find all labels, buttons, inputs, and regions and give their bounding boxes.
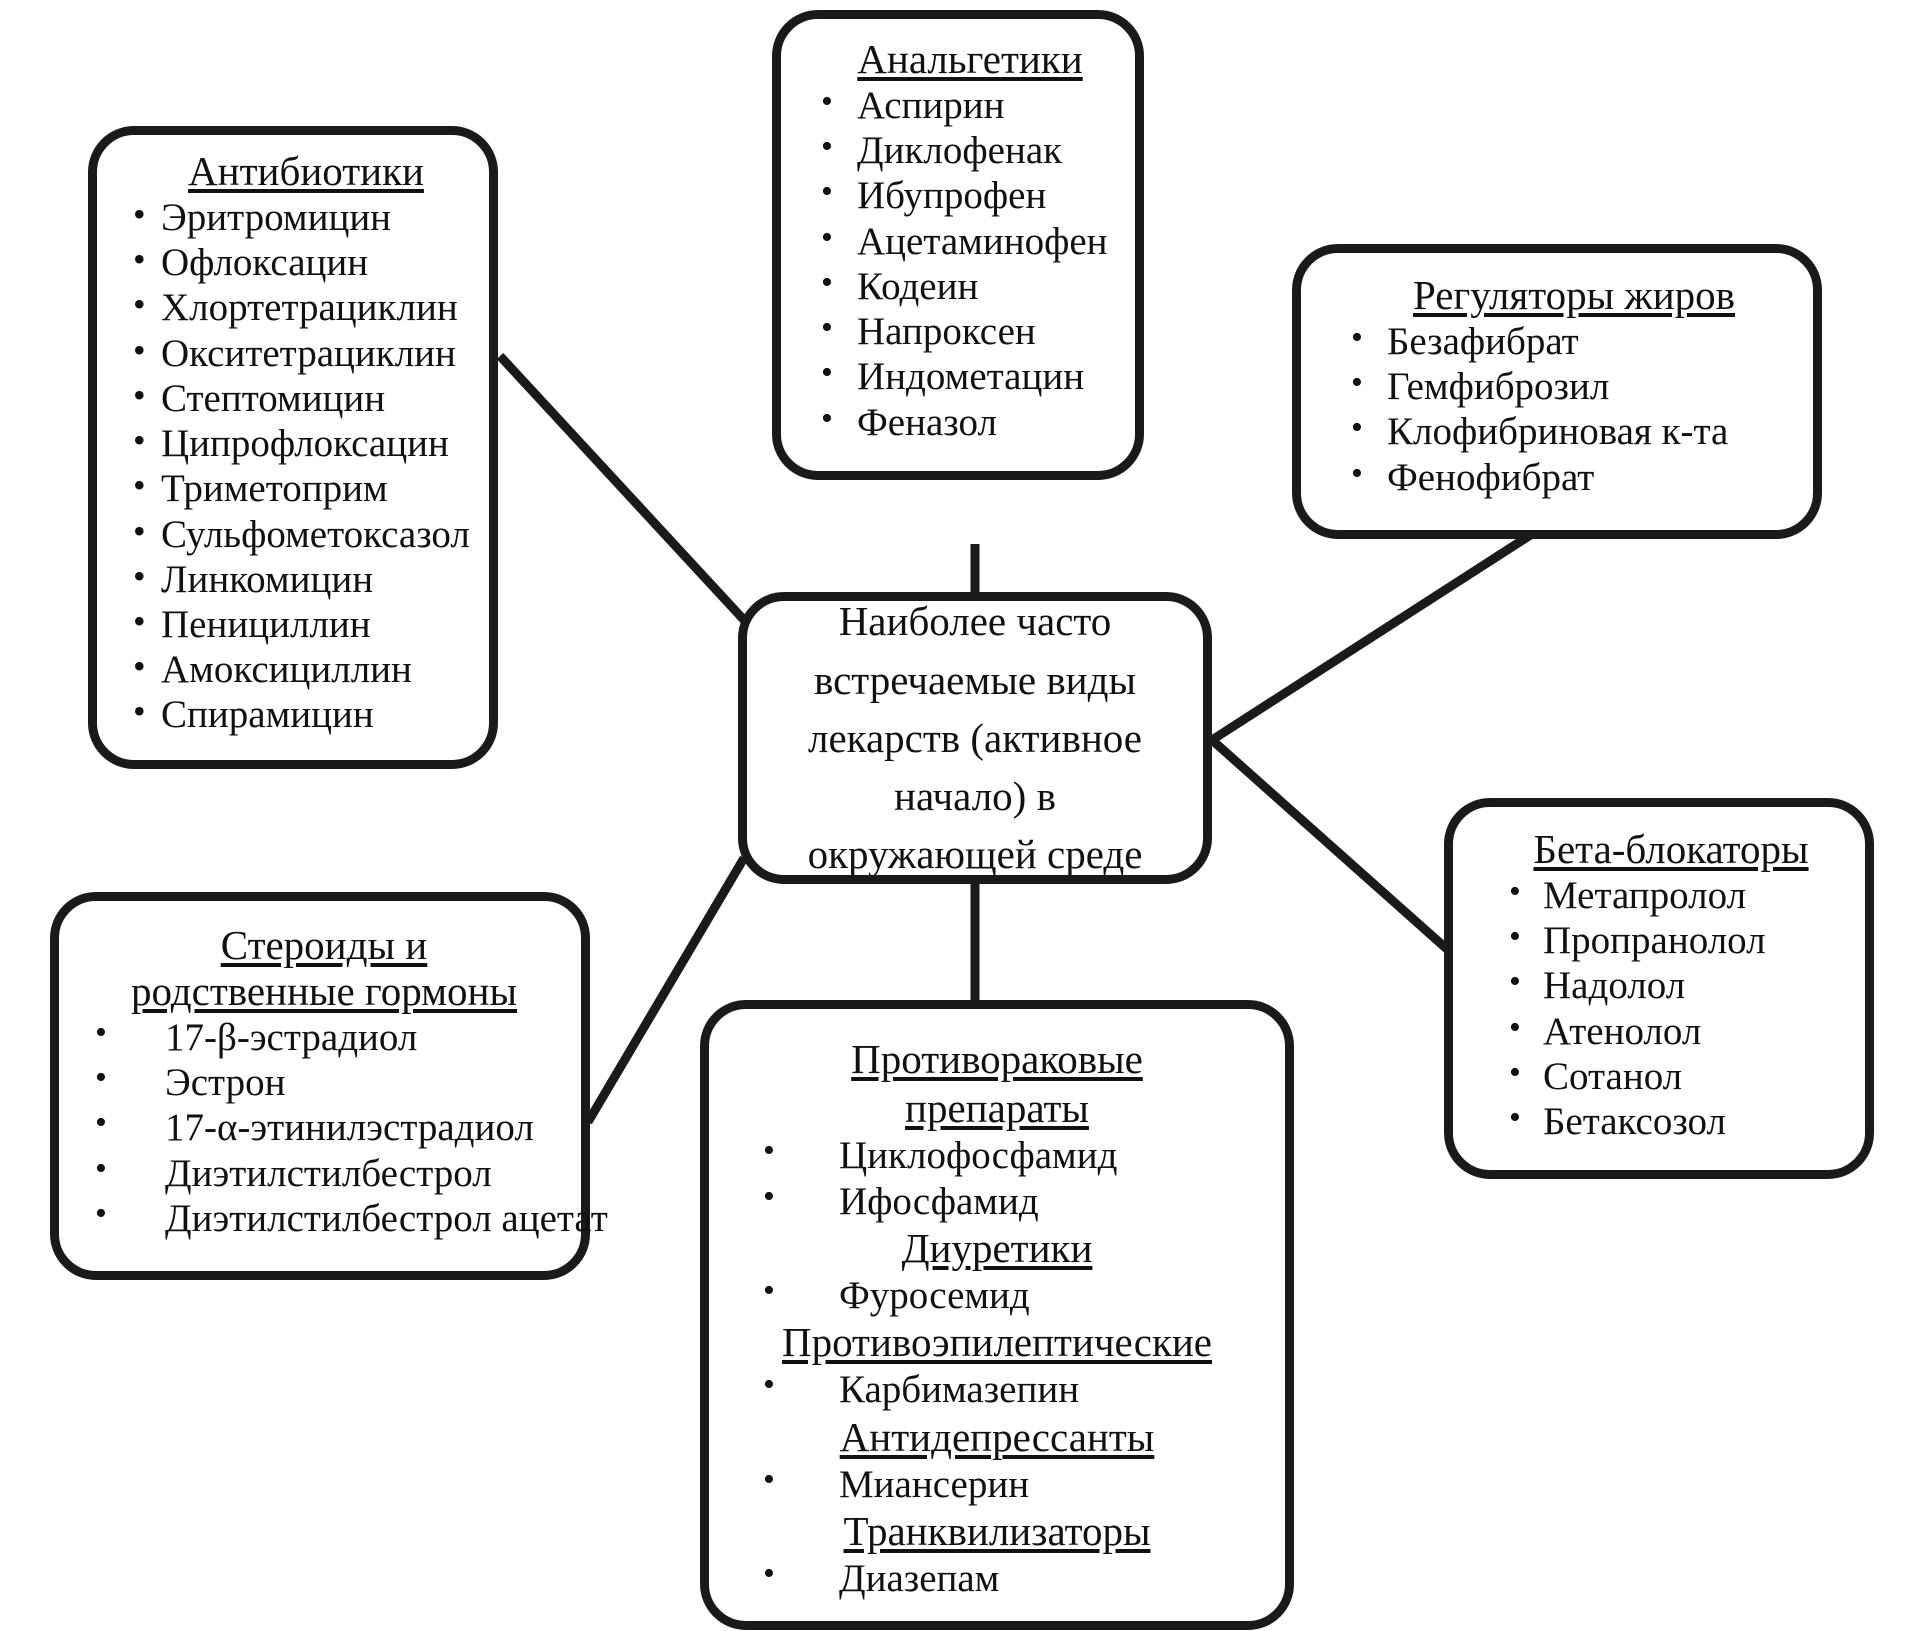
edge-antibiotics-center <box>496 352 748 624</box>
node-lipid-regulators-body: Регуляторы жиров Безафибрат Гемфиброзил … <box>1301 253 1813 530</box>
list-item: Кодеин <box>815 263 1125 309</box>
list-item: Диклофенак <box>815 127 1125 173</box>
list-item: Диазепам <box>721 1554 1273 1601</box>
node-bottom-groups[interactable]: Противораковые препараты Циклофосфамид И… <box>700 1000 1294 1630</box>
list-item: 17-β-эстрадиол <box>79 1013 569 1060</box>
node-analgesics[interactable]: Анальгетики Аспирин Диклофенак Ибупрофен… <box>772 10 1144 480</box>
edge-beta-center <box>1209 736 1451 954</box>
node-beta-blockers[interactable]: Бета-блокаторы Метапролол Пропранолол На… <box>1444 798 1874 1180</box>
node-beta-blockers-list: Метапролол Пропранолол Надолол Атенолол … <box>1487 872 1855 1144</box>
list-item: Диэтилстилбестрол <box>79 1149 569 1196</box>
list-item: Окситетрациклин <box>133 330 479 376</box>
list-item: Эритромицин <box>133 194 479 240</box>
list-item: Аспирин <box>815 82 1125 128</box>
list-item: Сульфометоксазол <box>133 511 479 557</box>
group-anticancer-title-line2: препараты <box>905 1085 1089 1132</box>
group-anticancer-list: Циклофосфамид Ифосфамид <box>721 1131 1273 1224</box>
list-item: Амоксициллин <box>133 646 479 692</box>
node-antibiotics[interactable]: Антибиотики Эритромицин Офлоксацин Хлорт… <box>88 126 498 769</box>
list-item: Спирамицин <box>133 691 479 737</box>
list-item: Хлортетрациклин <box>133 284 479 330</box>
group-antiepileptic-title: Противоэпилептические <box>781 1319 1213 1366</box>
list-item: Индометацин <box>815 353 1125 399</box>
list-item: Триметоприм <box>133 465 479 511</box>
node-beta-blockers-body: Бета-блокаторы Метапролол Пропранолол На… <box>1453 807 1865 1170</box>
group-diuretics-list: Фуросемид <box>721 1271 1273 1318</box>
list-item: Офлоксацин <box>133 239 479 285</box>
list-item: Гемфиброзил <box>1345 363 1803 409</box>
list-item: Клофибриновая к-та <box>1345 408 1803 454</box>
list-item: Надолол <box>1487 962 1855 1008</box>
node-steroids-body: Стероиды и родственные гормоны 17-β-эстр… <box>59 901 608 1271</box>
list-item: Ибупрофен <box>815 172 1125 218</box>
list-item: Бетаксозол <box>1487 1098 1855 1144</box>
group-tranquilizers-list: Диазепам <box>721 1554 1273 1601</box>
node-steroids[interactable]: Стероиды и родственные гормоны 17-β-эстр… <box>50 892 608 1280</box>
node-analgesics-title: Анальгетики <box>857 36 1083 82</box>
list-item: Линкомицин <box>133 556 479 602</box>
node-antibiotics-list: Эритромицин Офлоксацин Хлортетрациклин О… <box>133 194 479 738</box>
group-antidepressants-title: Антидепрессанты <box>839 1413 1155 1460</box>
list-item: Безафибрат <box>1345 318 1803 364</box>
list-item: Метапролол <box>1487 872 1855 918</box>
list-item: Карбимазепин <box>721 1365 1273 1412</box>
node-steroids-list: 17-β-эстрадиол Эстрон 17-α-этинилэстради… <box>79 1013 608 1241</box>
center-topic-text: Наиболее часто встречаемые виды лекарств… <box>807 598 1143 878</box>
node-beta-blockers-title: Бета-блокаторы <box>1533 826 1809 872</box>
list-item: Пропранолол <box>1487 917 1855 963</box>
list-item: Фуросемид <box>721 1271 1273 1318</box>
list-item: 17-α-этинилэстрадиол <box>79 1103 569 1150</box>
node-steroids-title-line2: родственные гормоны <box>130 967 518 1014</box>
list-item: Сотанол <box>1487 1053 1855 1099</box>
list-item: Циклофосфамид <box>721 1131 1273 1178</box>
list-item: Ципрофлоксацин <box>133 420 479 466</box>
node-steroids-title-line1: Стероиды и <box>220 922 428 968</box>
node-analgesics-body: Анальгетики Аспирин Диклофенак Ибупрофен… <box>781 19 1135 471</box>
node-lipid-regulators[interactable]: Регуляторы жиров Безафибрат Гемфиброзил … <box>1292 244 1822 539</box>
node-center-topic[interactable]: Наиболее часто встречаемые виды лекарств… <box>738 592 1212 884</box>
list-item: Миансерин <box>721 1460 1273 1507</box>
list-item: Ифосфамид <box>721 1177 1273 1224</box>
list-item: Фенофибрат <box>1345 454 1803 500</box>
group-antiepileptic-list: Карбимазепин <box>721 1365 1273 1412</box>
node-lipid-regulators-title: Регуляторы жиров <box>1412 272 1736 318</box>
list-item: Стептомицин <box>133 375 479 421</box>
node-antibiotics-body: Антибиотики Эритромицин Офлоксацин Хлорт… <box>97 135 489 760</box>
list-item: Атенолол <box>1487 1008 1855 1054</box>
list-item: Диэтилстилбестрол ацетат <box>79 1194 608 1241</box>
list-item: Эстрон <box>79 1058 569 1105</box>
group-antidepressants-list: Миансерин <box>721 1460 1273 1507</box>
node-antibiotics-title: Антибиотики <box>188 148 424 194</box>
group-anticancer-title-line1: Противораковые <box>851 1036 1143 1082</box>
group-diuretics-title: Диуретики <box>901 1224 1093 1271</box>
node-bottom-groups-body: Противораковые препараты Циклофосфамид И… <box>709 1009 1285 1620</box>
node-lipid-regulators-list: Безафибрат Гемфиброзил Клофибриновая к-т… <box>1345 318 1803 500</box>
list-item: Ацетаминофен <box>815 218 1125 264</box>
edge-lipid-center <box>1209 512 1563 744</box>
list-item: Феназол <box>815 399 1125 445</box>
group-tranquilizers-title: Транквилизаторы <box>843 1508 1151 1555</box>
list-item: Пенициллин <box>133 601 479 647</box>
list-item: Напроксен <box>815 308 1125 354</box>
node-analgesics-list: Аспирин Диклофенак Ибупрофен Ацетаминофе… <box>815 82 1125 445</box>
